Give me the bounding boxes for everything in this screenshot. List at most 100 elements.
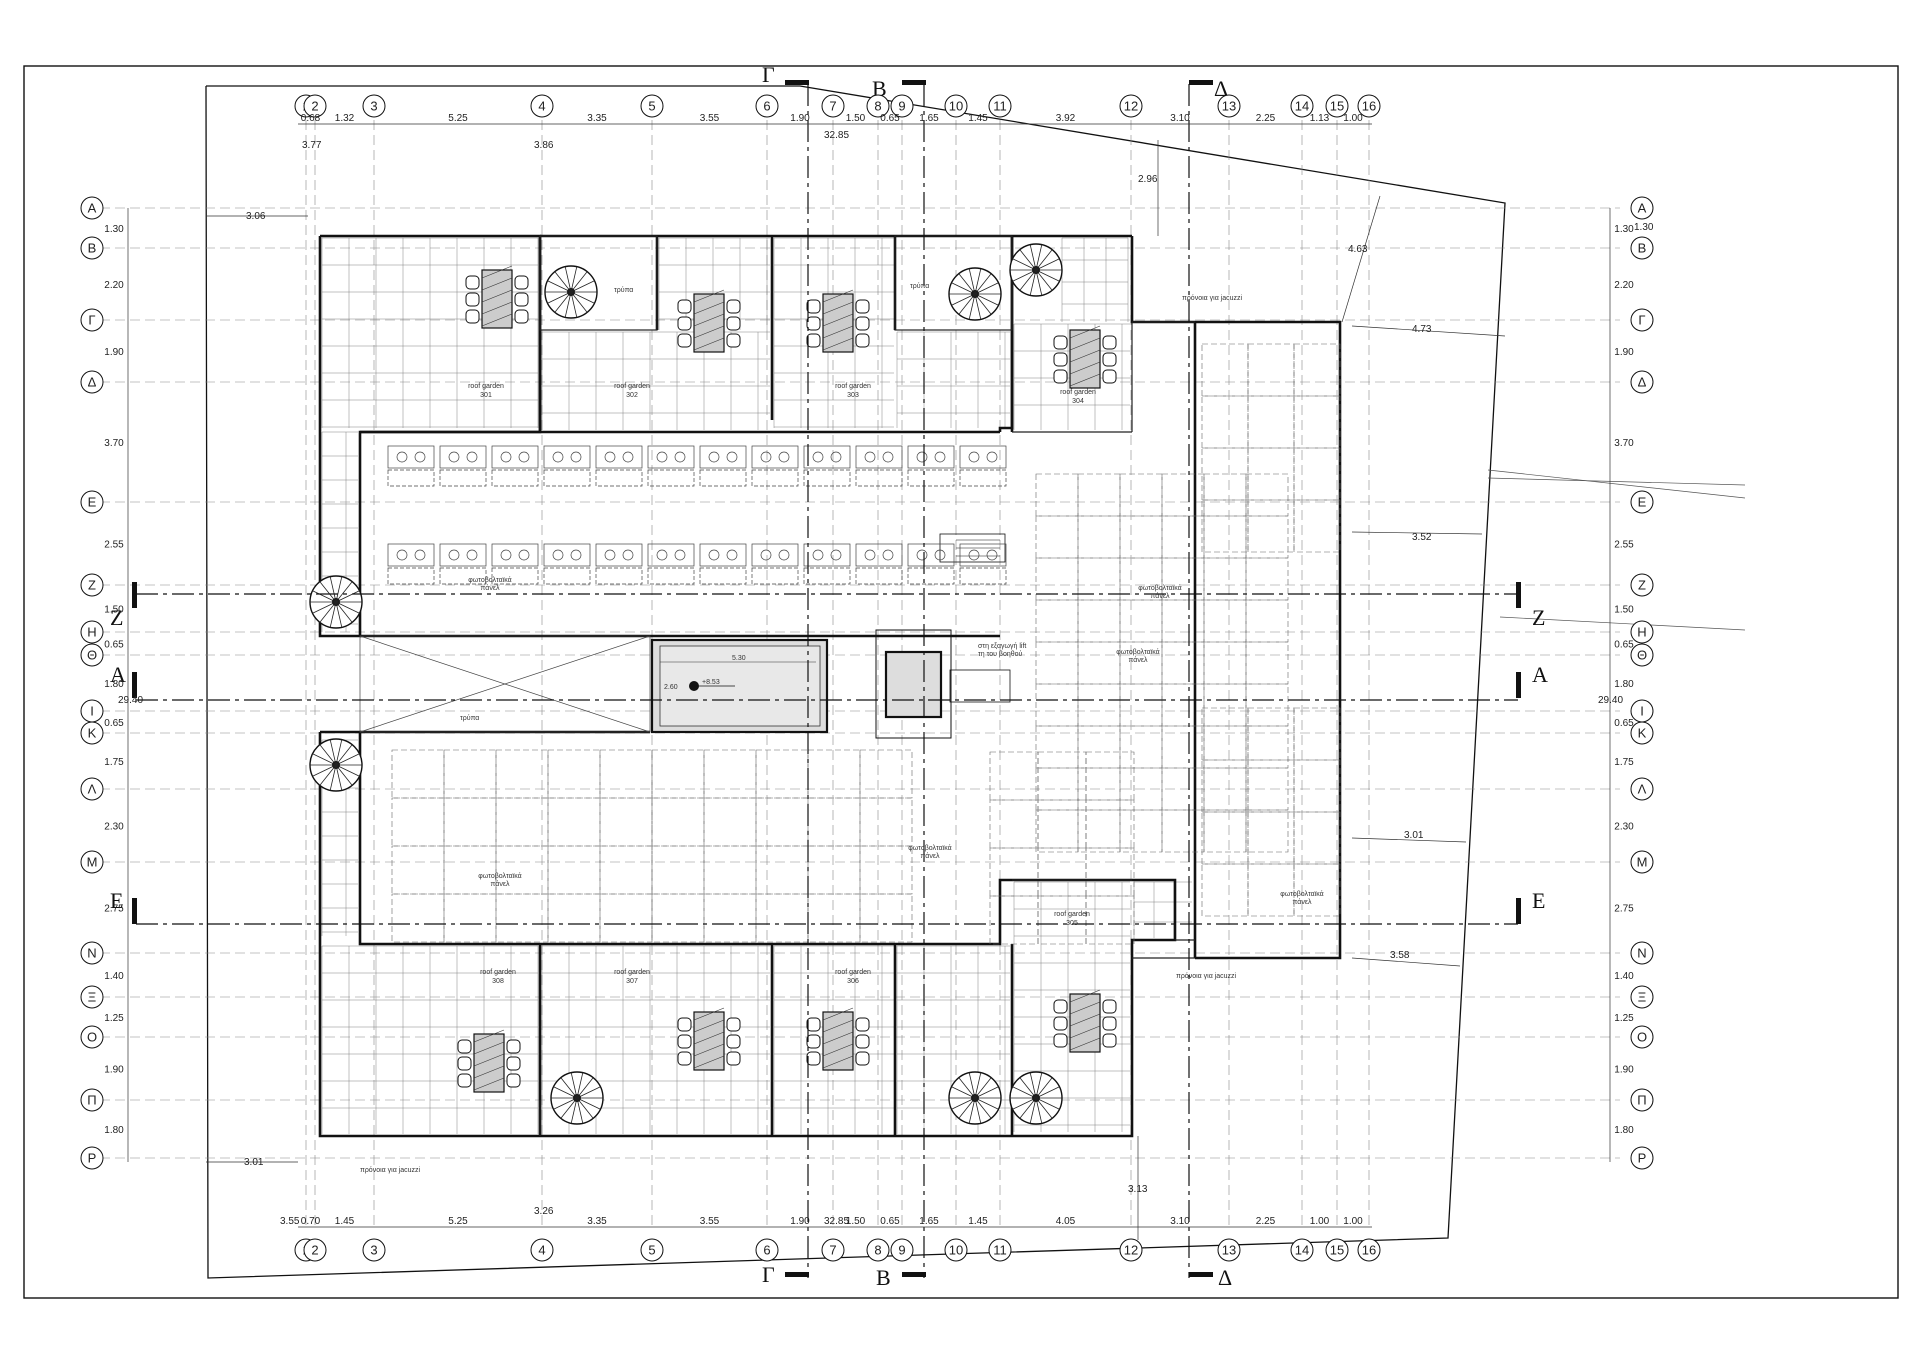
dim-bottom-12: 2.25 xyxy=(1256,1216,1276,1227)
dim-right-15: 1.80 xyxy=(1614,1125,1634,1136)
grid-bubble-row-left-0: Α xyxy=(80,196,104,220)
neighbor-line xyxy=(1499,616,1746,631)
dim-top-8: 1.65 xyxy=(919,113,939,124)
note-jacuzzi-bottom: πρόνοια για jacuzzi xyxy=(360,1166,421,1174)
grid-bubble-row-right-10: Λ xyxy=(1630,777,1654,801)
dim-left-8: 0.65 xyxy=(104,718,124,729)
dim-top-2: 5.25 xyxy=(448,113,468,124)
grid-bubble-col-bottom-13: 13 xyxy=(1217,1238,1241,1262)
note-lift-2: τη του βοηθού xyxy=(978,650,1023,658)
dim-right-11: 2.75 xyxy=(1614,904,1634,915)
room-number-304: 304 xyxy=(1072,398,1084,405)
neighbor-line xyxy=(1487,469,1746,499)
dim-top-left-1: 3.77 xyxy=(302,140,322,151)
svg-text:Ρ: Ρ xyxy=(88,1151,97,1166)
svg-text:6: 6 xyxy=(763,99,770,114)
room-label-304: roof garden xyxy=(1060,389,1096,396)
grid-bubble-row-left-10: Λ xyxy=(80,777,104,801)
grid-bubble-col-bottom-4: 4 xyxy=(530,1238,554,1262)
svg-text:Ζ: Ζ xyxy=(1638,578,1646,593)
dim-top-11: 3.10 xyxy=(1170,113,1190,124)
grid-bubble-col-bottom-6: 6 xyxy=(755,1238,779,1262)
svg-text:9: 9 xyxy=(898,1243,905,1258)
solar-panels xyxy=(391,343,1341,945)
room-label-305: roof garden xyxy=(1054,911,1090,918)
svg-text:Ν: Ν xyxy=(1637,946,1646,961)
svg-text:Κ: Κ xyxy=(88,726,97,741)
svg-text:Ξ: Ξ xyxy=(88,990,96,1005)
dim-right-10: 2.30 xyxy=(1614,822,1634,833)
grid-bubble-row-right-6: Η xyxy=(1630,620,1654,644)
svg-text:Η: Η xyxy=(87,625,96,640)
dining-set-305 xyxy=(1053,989,1117,1053)
note-opening-2: τρύπα xyxy=(910,282,929,290)
grid-bubble-col-top-11: 11 xyxy=(988,94,1012,118)
dim-right-7: 1.80 xyxy=(1614,679,1634,690)
svg-text:Θ: Θ xyxy=(87,648,97,663)
section-label-g-top: Γ xyxy=(762,62,775,87)
room-label-308: roof garden xyxy=(480,969,516,976)
note-opening-3: τρύπα xyxy=(460,714,479,722)
lightwell-width: 5.30 xyxy=(732,655,746,662)
spiral-stair-306 xyxy=(948,1071,1002,1125)
grid-bubble-col-top-10: 10 xyxy=(944,94,968,118)
room-label-302: roof garden xyxy=(614,383,650,390)
dim-top-13: 1.13 xyxy=(1310,113,1330,124)
room-label-306: roof garden xyxy=(835,969,871,976)
note-pv-2b: πάνελ xyxy=(491,880,510,888)
partitions xyxy=(539,235,1195,1136)
dim-right-3: 4.73 xyxy=(1412,324,1432,335)
dim-top-12: 2.25 xyxy=(1256,113,1276,124)
grid-bubble-row-right-13: Ξ xyxy=(1630,985,1654,1009)
grid-bubble-col-top-2: 2 xyxy=(303,94,327,118)
svg-text:16: 16 xyxy=(1362,99,1376,114)
svg-text:16: 16 xyxy=(1362,1243,1376,1258)
svg-text:5: 5 xyxy=(648,1243,655,1258)
room-label-307: roof garden xyxy=(614,969,650,976)
svg-text:Π: Π xyxy=(1637,1093,1646,1108)
sheet-border xyxy=(23,65,1899,1299)
svg-text:Δ: Δ xyxy=(88,375,97,390)
dim-left-15: 1.80 xyxy=(104,1125,124,1136)
dining-set-303 xyxy=(806,289,870,353)
svg-text:Ν: Ν xyxy=(87,946,96,961)
svg-text:13: 13 xyxy=(1222,1243,1236,1258)
dim-top-6: 1.50 xyxy=(846,113,866,124)
grid-bubble-row-right-5: Ζ xyxy=(1630,573,1654,597)
grid-bubble-row-left-16: Ρ xyxy=(80,1146,104,1170)
spiral-stair-302 xyxy=(544,265,598,319)
dim-bot-left-2: 3.01 xyxy=(244,1157,264,1168)
room-number-307: 307 xyxy=(626,978,638,985)
note-jacuzzi-right: πρόνοια για jacuzzi xyxy=(1176,972,1237,980)
svg-text:11: 11 xyxy=(993,1243,1007,1258)
svg-text:Γ: Γ xyxy=(1638,313,1645,328)
grid-bubble-col-top-8: 8 xyxy=(866,94,890,118)
section-label-g-bottom: Γ xyxy=(762,1262,775,1287)
dim-right-2: 4.63 xyxy=(1348,244,1368,255)
room-number-303: 303 xyxy=(847,392,859,399)
dim-right-4: 3.52 xyxy=(1412,532,1432,543)
grid-bubble-col-bottom-11: 11 xyxy=(988,1238,1012,1262)
dining-sets xyxy=(457,265,1117,1093)
svg-text:14: 14 xyxy=(1295,99,1309,114)
svg-text:9: 9 xyxy=(898,99,905,114)
dim-bottom-4: 3.55 xyxy=(700,1216,720,1227)
svg-text:Ε: Ε xyxy=(88,495,97,510)
grid-bubble-col-bottom-3: 3 xyxy=(362,1238,386,1262)
grid-bubble-row-left-1: Β xyxy=(80,236,104,260)
section-label-e-right: E xyxy=(1532,888,1545,913)
dim-bot-left-1: 3.55 xyxy=(280,1216,300,1227)
grid-bubble-col-bottom-2: 2 xyxy=(303,1238,327,1262)
svg-text:Μ: Μ xyxy=(1637,855,1648,870)
dim-top-10: 3.92 xyxy=(1056,113,1076,124)
svg-text:Ξ: Ξ xyxy=(1638,990,1646,1005)
svg-text:Β: Β xyxy=(88,241,97,256)
note-pv-5b: πάνελ xyxy=(1151,592,1170,600)
neighbor-line xyxy=(1487,477,1746,486)
dining-set-302 xyxy=(677,289,741,353)
dim-right-6: 0.65 xyxy=(1614,640,1634,651)
spiral-stair-west-upper xyxy=(309,575,363,629)
svg-text:12: 12 xyxy=(1124,99,1138,114)
dim-right-top-1: 1.30 xyxy=(1634,222,1654,233)
grid-bubble-col-bottom-14: 14 xyxy=(1290,1238,1314,1262)
